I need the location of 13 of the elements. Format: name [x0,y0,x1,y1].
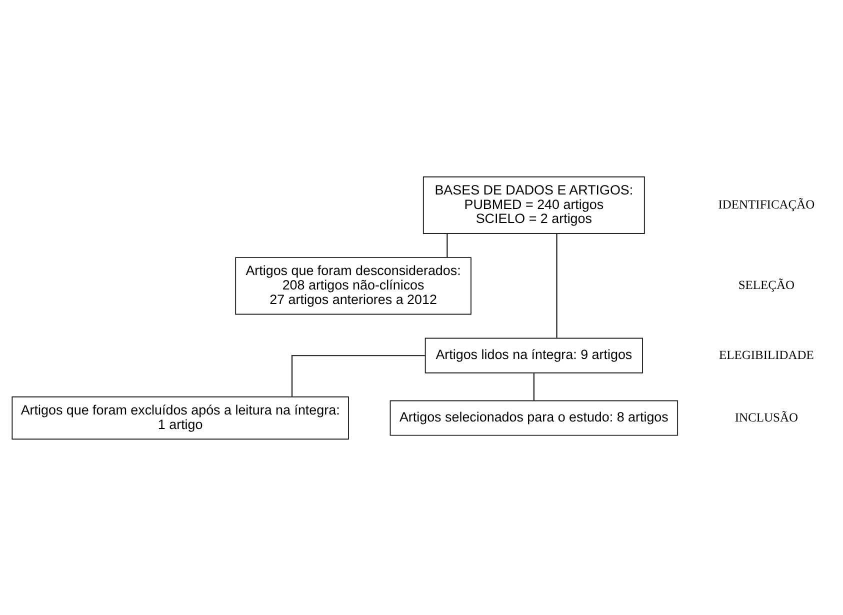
label: SELEÇÃO [738,278,795,292]
connector [533,372,535,400]
node-box: Artigos que foram excluídos após a leitura na íntegra: 1 artigo [12,396,349,440]
connector [291,354,425,396]
connector [556,233,558,338]
label: IDENTIFICAÇÃO [718,196,815,211]
node-box: Artigos lidos na íntegra: 9 artigos [424,337,643,373]
node-box: Artigos que foram desconsiderados: 208 artigos não-clínicos 27 artigos anteriores a 2012 [235,256,472,314]
node-box: Artigos selecionados para o estudo: 8 artigos [390,400,678,436]
connector [446,233,448,257]
node-box: BASES DE DADOS E ARTIGOS: PUBMED = 240 artigos SCIELO = 2 artigos [422,176,645,234]
label: ELEGIBILIDADE [718,347,814,362]
label: INCLUSÃO [734,410,798,424]
